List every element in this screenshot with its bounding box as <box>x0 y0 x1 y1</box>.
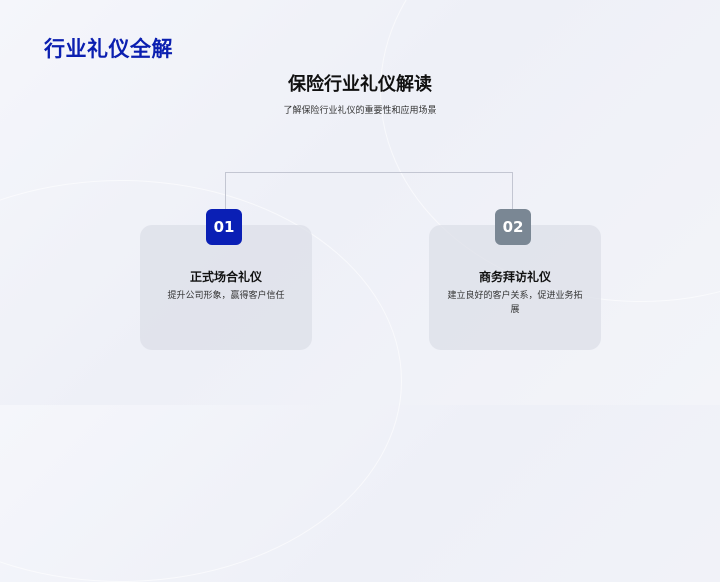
badge-02: 02 <box>495 209 531 245</box>
header-title: 行业礼仪全解 <box>44 37 173 61</box>
badge-01: 01 <box>206 209 242 245</box>
card-business-visit-etiquette: 商务拜访礼仪 建立良好的客户关系，促进业务拓展 <box>429 225 601 350</box>
card-title: 正式场合礼仪 <box>189 270 262 284</box>
connector-line <box>225 172 513 210</box>
card-formal-etiquette: 正式场合礼仪 提升公司形象，赢得客户信任 <box>140 225 312 350</box>
subtitle: 了解保险行业礼仪的重要性和应用场景 <box>283 106 437 116</box>
card-description: 提升公司形象，赢得客户信任 <box>167 291 285 301</box>
card-description: 建立良好的客户关系，促进业务拓展 <box>447 291 583 315</box>
main-title: 保险行业礼仪解读 <box>288 74 432 95</box>
card-title: 商务拜访礼仪 <box>478 270 551 284</box>
